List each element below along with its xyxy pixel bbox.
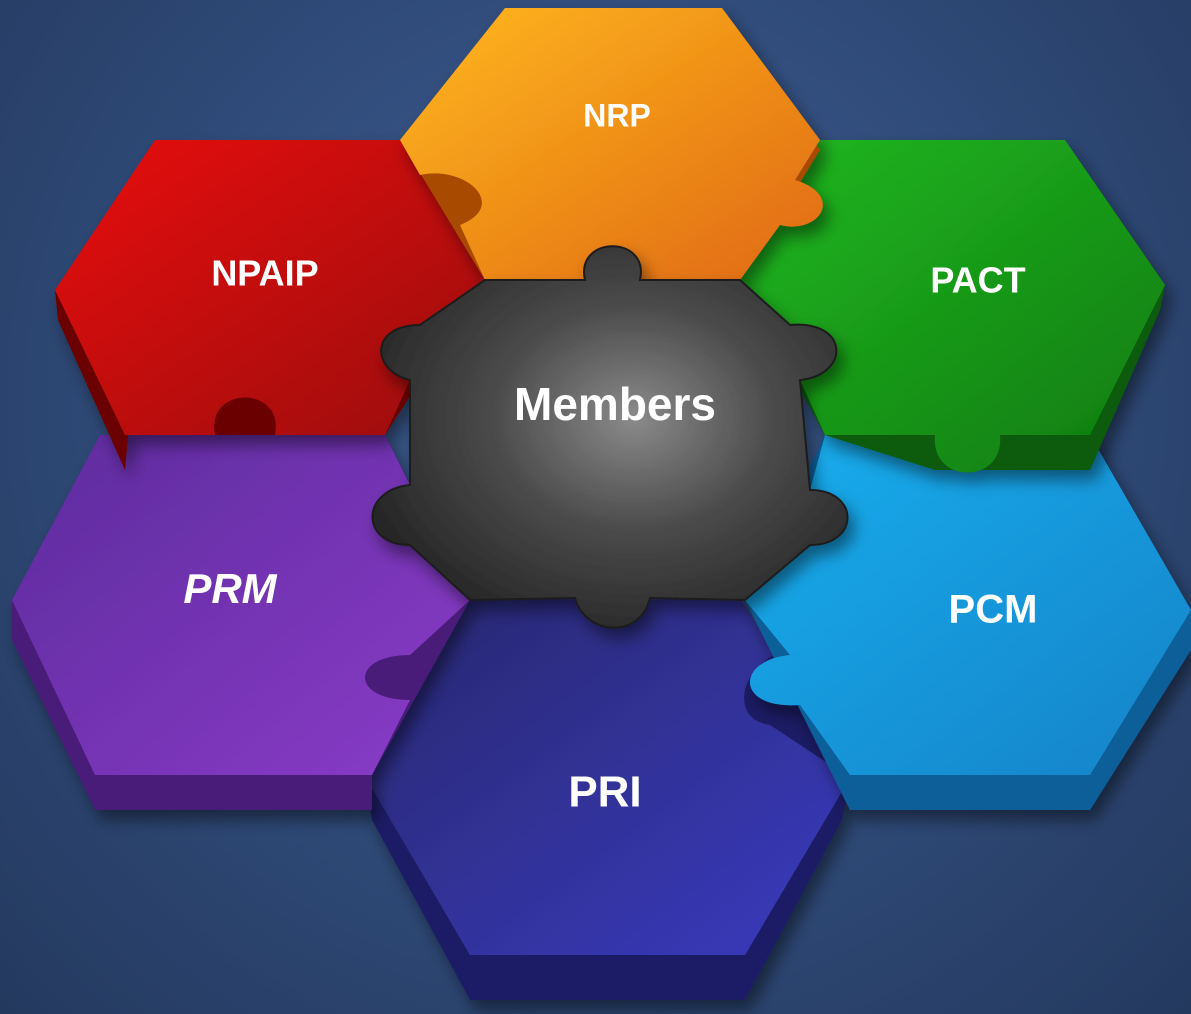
pact-label: PACT [930,260,1025,301]
pri-label: PRI [568,768,641,817]
puzzle-piece-prm: PRM [12,397,470,810]
pcm-label: PCM [949,588,1038,632]
puzzle-piece-npaip: NPAIP [55,140,485,470]
puzzle-piece-pact: PACT [740,140,1165,473]
puzzle-piece-members: Members [371,245,849,629]
puzzle-piece-pri: PRI [366,598,850,1000]
puzzle-piece-nrp: NRP [400,8,823,280]
puzzle-piece-pcm: PCM [745,435,1191,810]
members-label: Members [514,378,716,430]
prm-label: PRM [183,565,277,612]
nrp-label: NRP [583,97,651,133]
npaip-label: NPAIP [211,253,318,294]
